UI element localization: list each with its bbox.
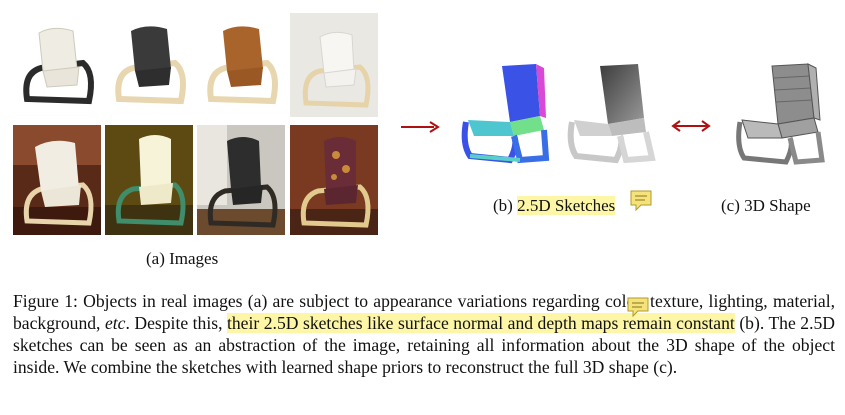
sketches-label-highlight: 2.5D Sketches — [517, 196, 616, 215]
caption-part-2: . Despite this, — [125, 313, 227, 333]
3d-shape-render — [734, 60, 826, 175]
chair-photo-5 — [13, 125, 101, 235]
chair-photo-7 — [197, 125, 285, 235]
caption-note-icon[interactable] — [626, 296, 650, 318]
depth-map-sketch — [566, 60, 656, 175]
chair-photo-4 — [290, 13, 378, 117]
normal-map-sketch — [460, 60, 550, 175]
images-label: (a) Images — [146, 249, 219, 268]
caption-part-3: (b). The 2.5D sketches can be seen as an… — [13, 313, 836, 377]
figure-caption: Figure 1: Objects in real images (a) are… — [13, 290, 835, 378]
note-icon[interactable] — [629, 189, 653, 213]
chair-photo-3 — [197, 13, 285, 113]
right-arrow-icon — [401, 121, 440, 133]
sketches-label: (b) 2.5D Sketches — [493, 196, 616, 216]
caption-etc: etc — [104, 313, 126, 333]
chair-photo-1 — [13, 13, 101, 113]
double-arrow-icon — [671, 120, 711, 132]
chair-photo-8 — [290, 125, 378, 235]
chair-photo-2 — [105, 13, 193, 113]
sketches-label-prefix: (b) — [493, 196, 518, 215]
caption-highlight: their 2.5D sketches like surface normal … — [227, 313, 735, 333]
chair-photo-6 — [105, 125, 193, 235]
shape-label: (c) 3D Shape — [721, 196, 811, 215]
